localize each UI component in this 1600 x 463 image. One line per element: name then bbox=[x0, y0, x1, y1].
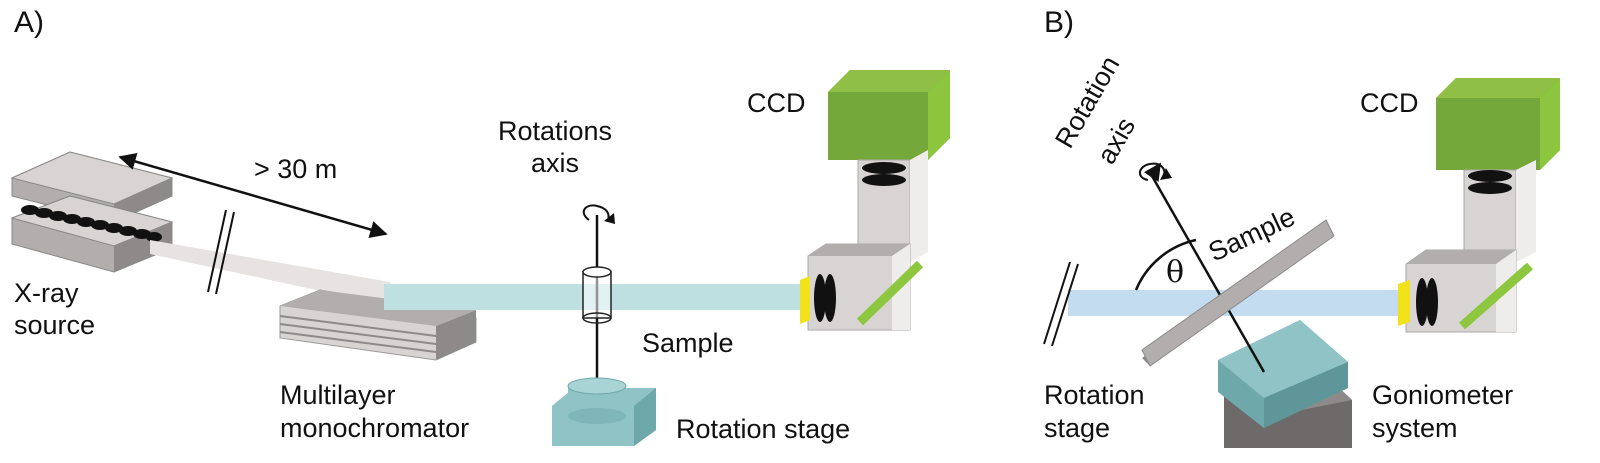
ccd-detector-a bbox=[800, 70, 950, 331]
break-mark-icon bbox=[1043, 261, 1079, 347]
rotation-axis-label-2: axis bbox=[1091, 112, 1141, 169]
rotations-axis-label-2: axis bbox=[531, 148, 579, 178]
xray-source-label-2: source bbox=[14, 310, 95, 340]
axis-arrow-tip bbox=[1143, 162, 1162, 182]
multilayer-monochromator bbox=[279, 289, 477, 361]
panel-a-letter: A) bbox=[14, 6, 44, 39]
goniometer-label-1: Goniometer bbox=[1372, 380, 1513, 410]
rotation-stage-label-b-2: stage bbox=[1044, 413, 1110, 443]
goniometer-label-2: system bbox=[1372, 413, 1458, 443]
panel-a: A) > 30 m bbox=[10, 6, 950, 446]
distance-label: > 30 m bbox=[254, 154, 337, 184]
xray-source-label-1: X-ray bbox=[14, 278, 79, 308]
rotation-stage-label-b-1: Rotation bbox=[1044, 380, 1145, 410]
sample-plate bbox=[1141, 219, 1335, 367]
ccd-detector-b bbox=[1398, 78, 1560, 333]
rotation-stage-a bbox=[552, 377, 656, 446]
sample-capillary bbox=[582, 266, 612, 324]
sample-label-a: Sample bbox=[642, 328, 734, 358]
panel-b: B) θ bbox=[1043, 6, 1560, 448]
ccd-label-b: CCD bbox=[1360, 88, 1419, 118]
incoming-beam bbox=[150, 240, 390, 306]
xray-source-undulator bbox=[10, 151, 174, 273]
monochromator-label-1: Multilayer bbox=[280, 380, 396, 410]
rotation-stage-label-a: Rotation stage bbox=[676, 414, 850, 444]
panel-b-letter: B) bbox=[1044, 6, 1074, 39]
distance-arrow bbox=[118, 152, 388, 239]
rotation-axis-line-b bbox=[1150, 175, 1266, 373]
lens-icon bbox=[862, 162, 906, 186]
rotations-axis-label-1: Rotations bbox=[498, 116, 612, 146]
rotation-arrow-icon bbox=[582, 204, 615, 224]
lens-icon bbox=[1468, 170, 1512, 194]
theta-label: θ bbox=[1166, 255, 1184, 290]
angle-arc bbox=[1134, 238, 1197, 291]
ccd-label-a: CCD bbox=[747, 88, 806, 118]
monochromator-label-2: monochromator bbox=[280, 413, 469, 443]
